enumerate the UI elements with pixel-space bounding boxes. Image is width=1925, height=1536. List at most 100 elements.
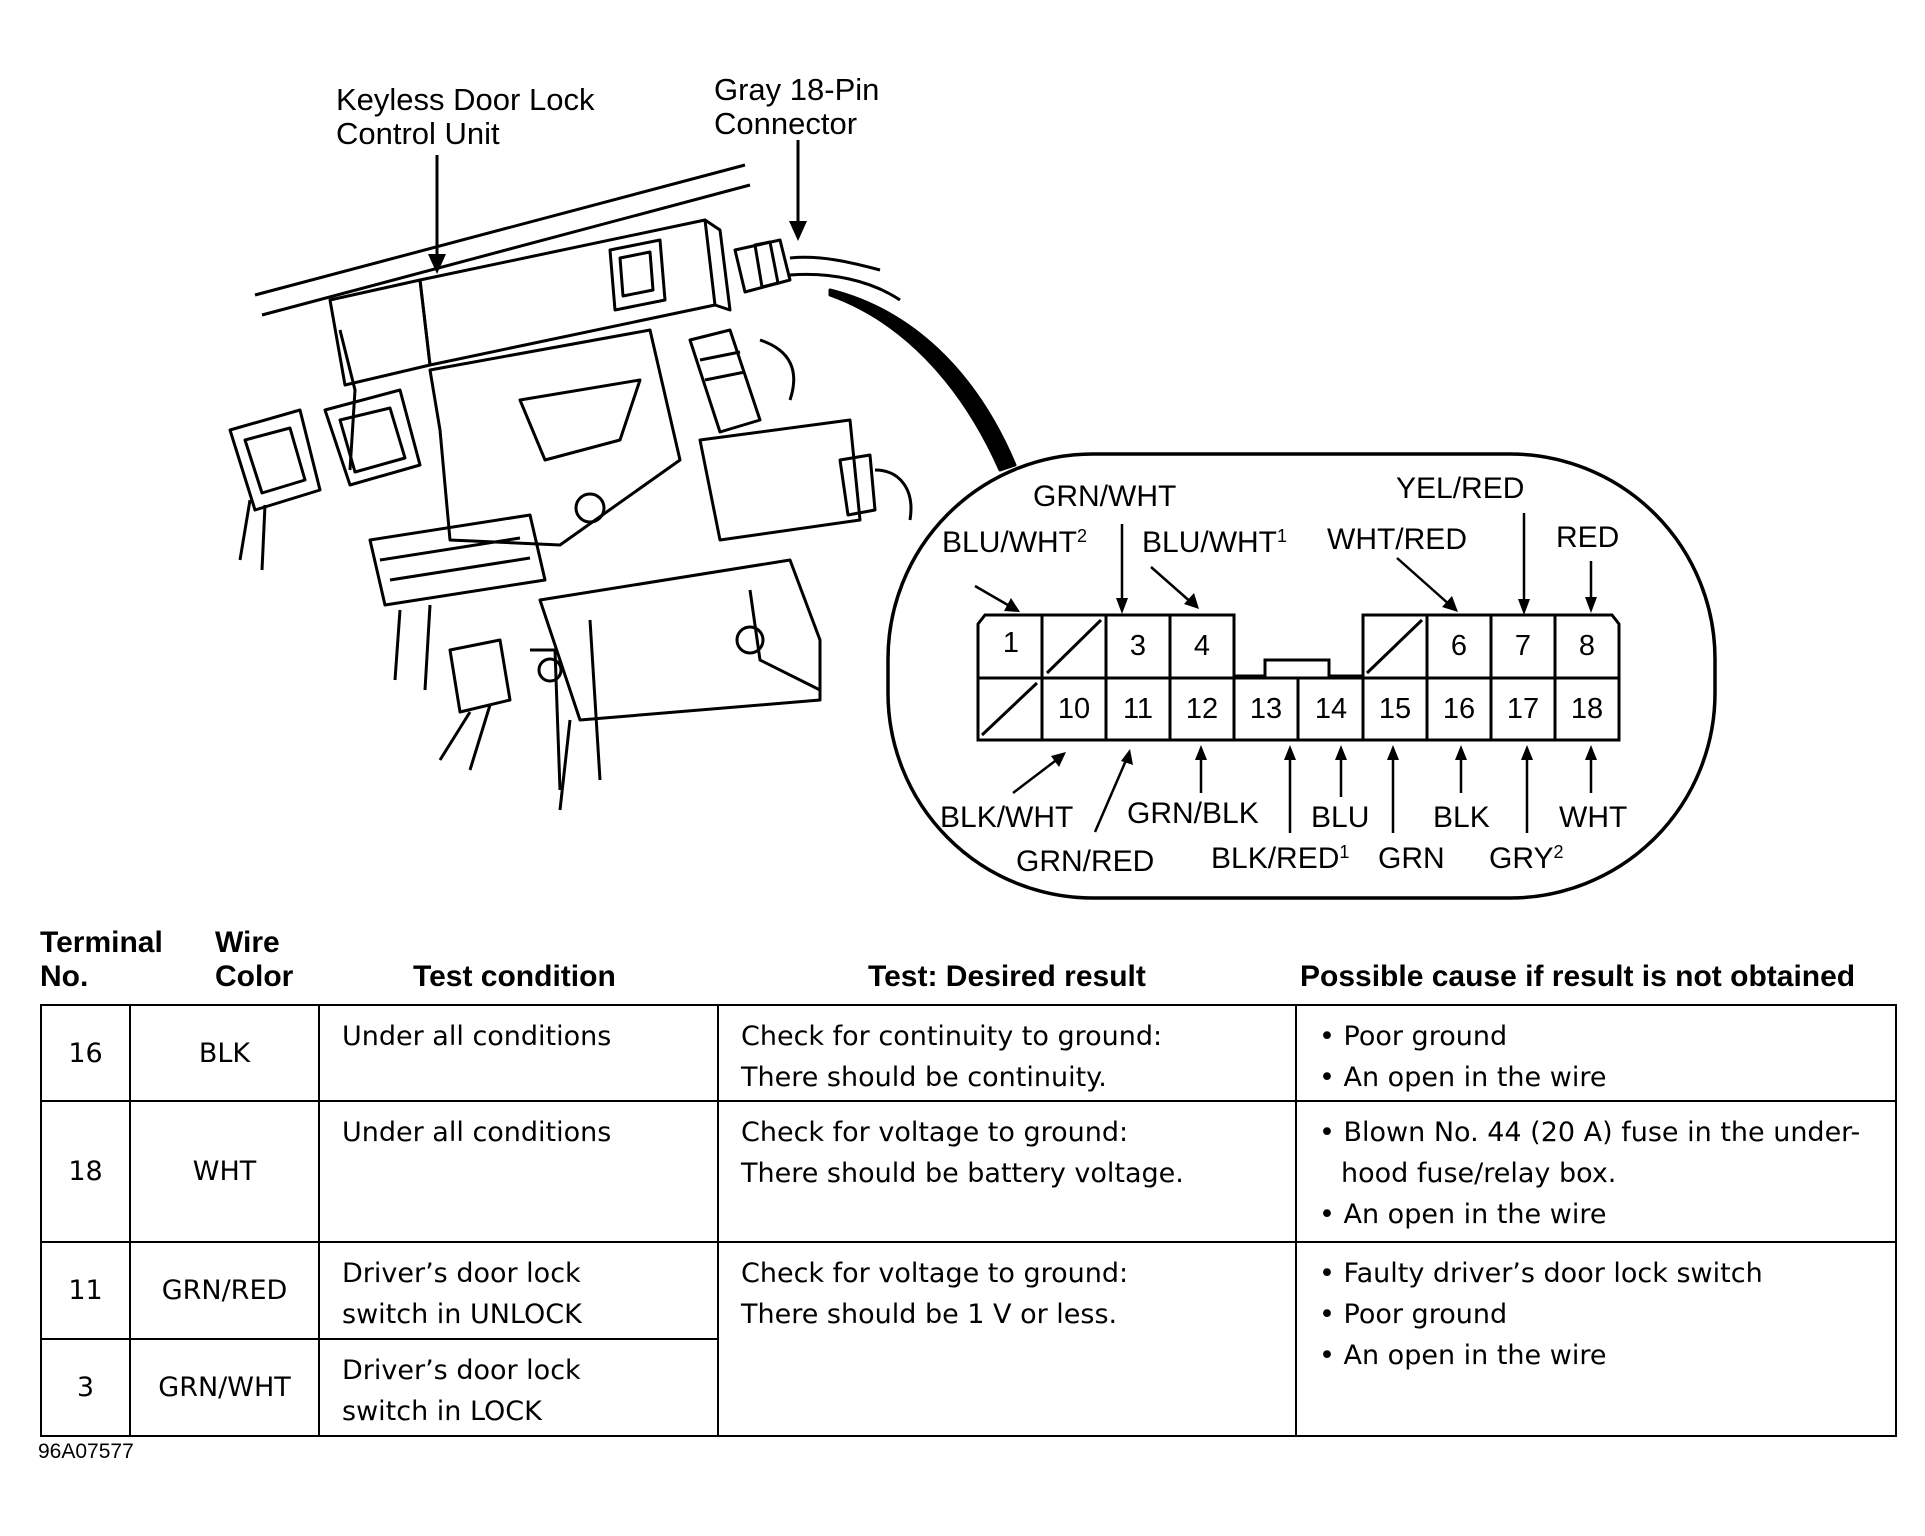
pin-7: 7 [1514,630,1532,662]
cause-item: • Poor ground [1319,1299,1508,1330]
control-unit-callout-line2: Control Unit [336,116,500,151]
test-condition-cell: Under all conditions [318,1004,719,1102]
header-wire-line1: Wire [215,926,280,959]
header-desired-result: Test: Desired result [868,960,1146,993]
pin-17: 17 [1506,693,1540,725]
wire-color-cell: GRN/RED [129,1241,320,1340]
header-wire-line2: Color [215,960,294,993]
pin-13: 13 [1249,693,1283,725]
terminal-test-table: 16 BLK Under all conditions Check for co… [40,1004,1897,1437]
desired-result-line: Check for voltage to ground: [741,1117,1129,1148]
cause-item-text: Poor ground [1343,1299,1508,1330]
table-row: 11 GRN/RED Driver’s door lock switch in … [40,1241,1897,1437]
terminal-cell: 3 [40,1338,131,1437]
wire-label-grn: GRN [1378,842,1445,875]
test-condition-line: Under all conditions [342,1021,612,1052]
pin-16: 16 [1442,693,1476,725]
wire-label-blu-wht-2-text: BLU/WHT [942,526,1077,559]
pin-10: 10 [1057,693,1091,725]
wire-color-cell: WHT [129,1100,320,1243]
pin-15: 15 [1378,693,1412,725]
wire-label-blk-red-1-text: BLK/RED [1211,842,1340,875]
wire-label-grn-blk: GRN/BLK [1127,797,1259,830]
wire-label-blu-wht-2-footnote: 2 [1077,526,1088,547]
cause-item-text: Faulty driver’s door lock switch [1343,1258,1763,1289]
control-unit-callout-line1: Keyless Door Lock [336,82,595,117]
connector-body-outline [976,613,1621,742]
pin-6: 6 [1450,630,1468,662]
cause-item: • Faulty driver’s door lock switch [1319,1258,1763,1289]
test-condition-line: switch in LOCK [342,1396,542,1427]
wire-label-red: RED [1556,521,1620,554]
connector-callout-line1: Gray 18-Pin [714,72,880,107]
wire-leader-arrows [974,513,1597,833]
pin-4: 4 [1193,630,1211,662]
wire-label-blu-wht-2: BLU/WHT2 [942,526,1087,560]
wire-color-cell: GRN/WHT [129,1338,320,1437]
wire-label-gry-2-text: GRY [1489,842,1554,875]
wire-label-grn-wht: GRN/WHT [1033,480,1177,513]
desired-result-line: Check for voltage to ground: [741,1258,1129,1289]
wire-label-yel-red: YEL/RED [1396,472,1525,505]
pin-14: 14 [1314,693,1348,725]
test-condition-line: Driver’s door lock [342,1355,581,1386]
header-possible-cause: Possible cause if result is not obtained [1300,960,1856,993]
test-condition-line: Driver’s door lock [342,1258,581,1289]
cause-item-text: An open in the wire [1343,1199,1607,1230]
cause-item: • An open in the wire [1319,1062,1607,1093]
pin-1: 1 [1002,627,1020,659]
terminal-cell: 11 [40,1241,131,1340]
cause-item: • An open in the wire [1319,1199,1607,1230]
callout-arrows [428,140,807,274]
wire-label-blk: BLK [1433,801,1490,834]
wire-label-blk-wht: BLK/WHT [940,801,1074,834]
cause-item-text: An open in the wire [1343,1340,1607,1371]
pin-11: 11 [1122,693,1154,725]
control-unit-callout: Keyless Door Lock Control Unit [336,83,594,151]
figure-code: 96A07577 [38,1440,134,1463]
desired-result-cell: Check for continuity to ground: There sh… [717,1004,1297,1102]
desired-result-line: There should be 1 V or less. [741,1299,1118,1330]
test-condition-line: Under all conditions [342,1117,612,1148]
cause-item: • Blown No. 44 (20 A) fuse in the under-… [1319,1117,1861,1189]
pin-3: 3 [1129,630,1147,662]
possible-cause-cell: • Blown No. 44 (20 A) fuse in the under-… [1295,1100,1897,1243]
table-row: 3 GRN/WHT Driver’s door lock switch in L… [40,1338,1896,1437]
wire-color-cell: BLK [129,1004,320,1102]
wire-label-gry-2-footnote: 2 [1553,842,1564,863]
connector-callout-line2: Connector [714,106,858,141]
wire-label-blu: BLU [1311,801,1370,834]
wire-label-wht: WHT [1559,801,1628,834]
cause-item: • Poor ground [1319,1021,1508,1052]
possible-cause-cell: • Faulty driver’s door lock switch • Poo… [1295,1241,1897,1437]
table-row: 18 WHT Under all conditions Check for vo… [40,1100,1897,1243]
header-terminal-line1: Terminal [40,926,163,959]
header-test-condition: Test condition [413,960,616,993]
wire-label-blk-red-1: BLK/RED1 [1211,842,1349,876]
header-wire-color: Wire Color [215,926,293,994]
header-terminal-no: Terminal No. [40,926,163,994]
header-terminal-line2: No. [40,960,89,993]
connector-callout: Gray 18-Pin Connector [714,73,879,141]
cause-item-text: An open in the wire [1343,1062,1607,1093]
wire-label-blu-wht-1: BLU/WHT1 [1142,526,1287,560]
desired-result-line: Check for continuity to ground: [741,1021,1163,1052]
wire-label-blu-wht-1-footnote: 1 [1277,526,1288,547]
terminal-cell: 16 [40,1004,131,1102]
wire-label-wht-red: WHT/RED [1327,523,1467,556]
table-row: 16 BLK Under all conditions Check for co… [40,1004,1897,1102]
wire-label-blk-red-1-footnote: 1 [1339,842,1350,863]
wire-label-gry-2: GRY2 [1489,842,1563,876]
terminal-cell: 18 [40,1100,131,1243]
connector-face-view [886,452,1717,900]
cause-item-text: Poor ground [1343,1021,1508,1052]
dashboard-illustration [228,163,1017,811]
pin-18: 18 [1570,693,1604,725]
desired-result-line: There should be continuity. [741,1062,1107,1093]
test-condition-cell: Driver’s door lock switch in LOCK [318,1338,719,1437]
test-condition-cell: Under all conditions [318,1100,719,1243]
wire-label-blu-wht-1-text: BLU/WHT [1142,526,1277,559]
pin-8: 8 [1578,630,1596,662]
connector-view-frame [886,452,1717,900]
